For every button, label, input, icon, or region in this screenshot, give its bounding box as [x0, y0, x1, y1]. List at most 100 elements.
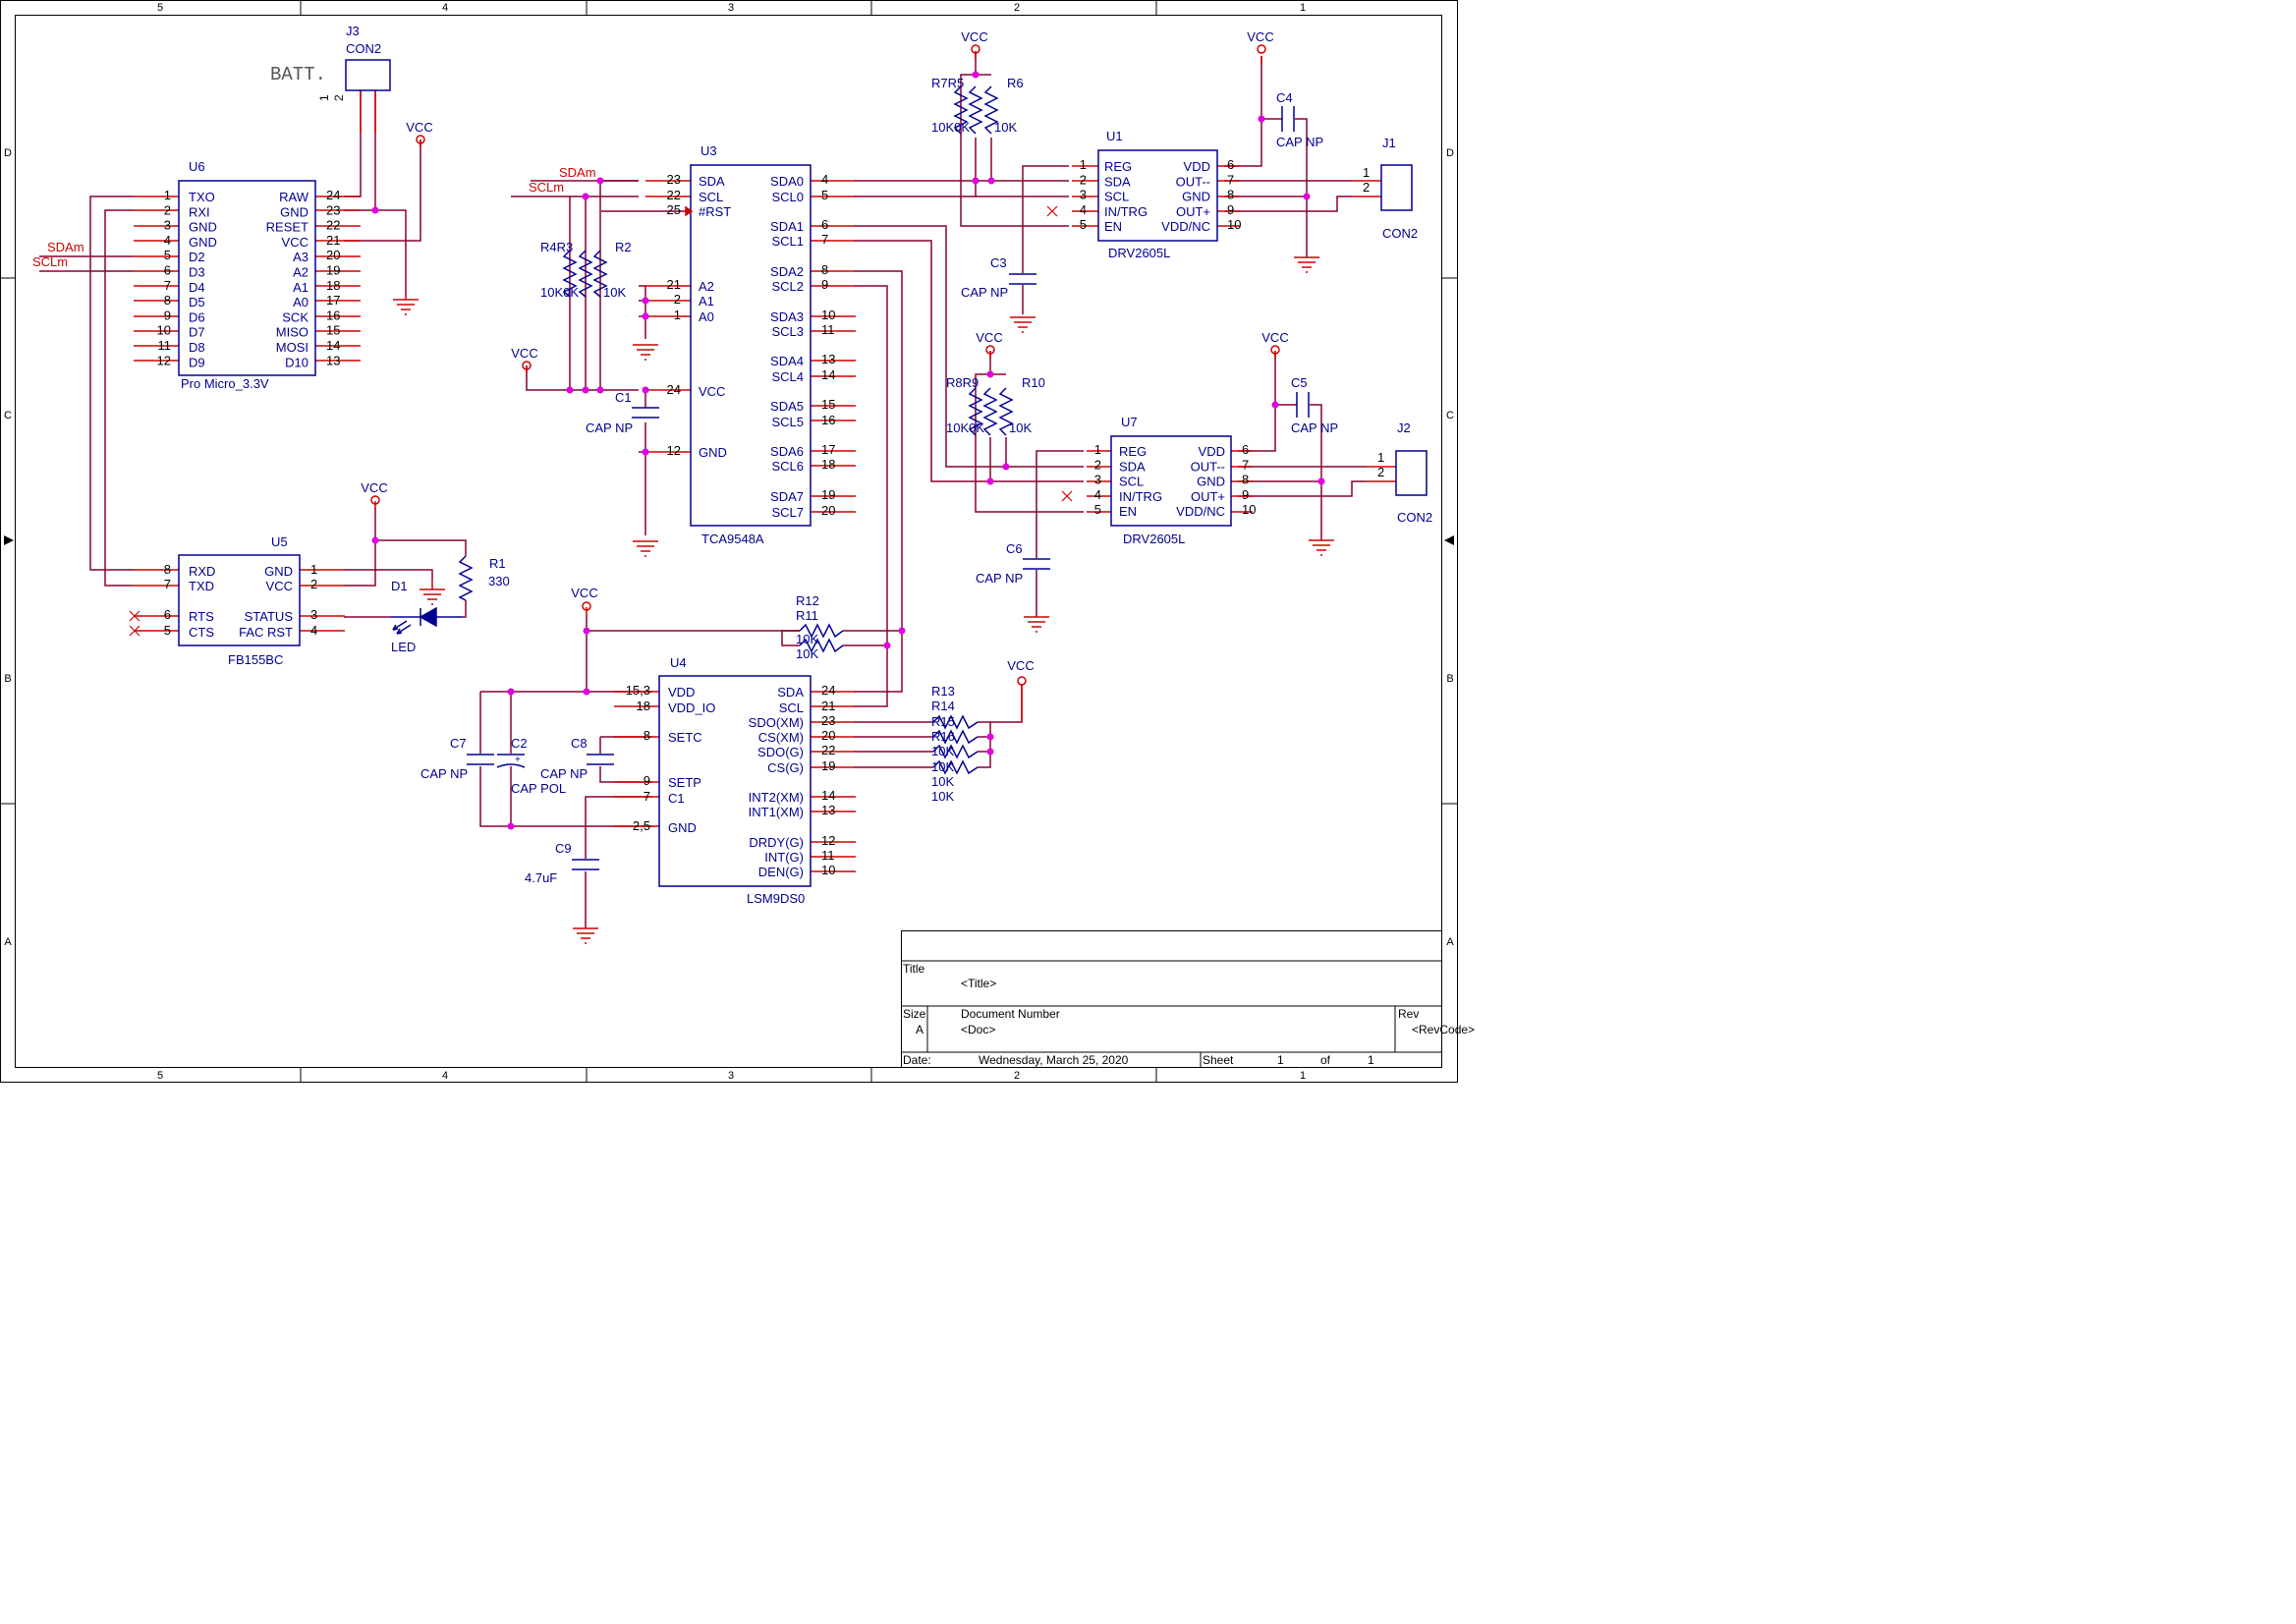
u3-pin-number: 6	[821, 217, 828, 232]
u6-pin-name: A1	[293, 280, 308, 295]
u3-value: TCA9548A	[701, 532, 764, 546]
u6-pin-name: D6	[189, 309, 205, 324]
row-label-right: B	[1446, 673, 1453, 685]
u3-pin-name: SDA4	[770, 354, 804, 368]
row-label-right: C	[1446, 410, 1454, 421]
u5-pin-number: 7	[164, 577, 171, 591]
j1-ref: J1	[1382, 136, 1396, 150]
u3-pin-number: 22	[667, 188, 681, 202]
net-label-sda-u6: SDAm	[47, 240, 84, 254]
u3-pin-number: 11	[821, 322, 835, 337]
u5-pin-number: 5	[164, 623, 171, 638]
u3-pin-name: SDA6	[770, 444, 804, 459]
j3-pin-2: 2	[332, 94, 346, 101]
frame-arrows	[4, 535, 1454, 545]
c3-ref: C3	[990, 255, 1007, 270]
u3-pin-number: 12	[667, 443, 681, 458]
u3-pin-number: 21	[667, 277, 681, 292]
size-label: Size	[903, 1007, 926, 1021]
r1-ref: R1	[489, 556, 506, 571]
u6-pin-name: A3	[293, 250, 308, 264]
u7-pin-name: SDA	[1119, 459, 1146, 474]
u5-value: FB155BC	[228, 652, 283, 667]
u6-pin-number: 3	[164, 218, 171, 233]
j3-value: CON2	[346, 41, 381, 56]
u7-pin-number: 6	[1242, 442, 1249, 457]
u5-pin-name: RXD	[189, 564, 215, 579]
frame-zone-labels: 5 4 3 2 1 5 4 3 2 1 D C B A D C B A	[4, 2, 1454, 1082]
u7-pin-name: REG	[1119, 444, 1147, 459]
col-label-top: 4	[442, 2, 448, 14]
vcc-symbols	[370, 44, 1280, 686]
u7-pin-number: 10	[1242, 502, 1256, 517]
u3-pin-name: SDA5	[770, 399, 804, 414]
sheet-frame	[0, 0, 1458, 1083]
c5-value: CAP NP	[1291, 420, 1338, 435]
j1-value: CON2	[1382, 226, 1418, 241]
u4-ref: U4	[670, 655, 687, 670]
u3-pin-number: 23	[667, 172, 681, 187]
u3-pin-name: SCL	[699, 190, 723, 204]
u6-pin-name: D2	[189, 250, 205, 264]
u7-pin-name: EN	[1119, 504, 1137, 519]
u5-pin-name: RTS	[189, 609, 214, 624]
u4-pin-name: C1	[668, 791, 685, 806]
u3-pin-number: 7	[821, 232, 828, 247]
u3-pin-name: SDA0	[770, 174, 804, 189]
u6-value: Pro Micro_3.3V	[181, 376, 269, 391]
u3-pin-name: A0	[699, 309, 714, 324]
u5-pin-number: 1	[310, 562, 317, 577]
j3-pin-1: 1	[317, 94, 331, 101]
u3-pin-name: #RST	[699, 204, 731, 219]
u4-pin-name: SDA	[777, 685, 804, 700]
u6-pin-number: 8	[164, 293, 171, 308]
u6-pin-number: 18	[326, 278, 340, 293]
u3-pin-number: 10	[821, 308, 835, 322]
u3-pin-name: SCL6	[771, 459, 804, 474]
u3-pin-name: SCL7	[771, 505, 804, 520]
u1-pin-number: 10	[1227, 217, 1241, 232]
sheet-of: of	[1320, 1053, 1331, 1067]
u6-pin-number: 7	[164, 278, 171, 293]
u7-pin-number: 1	[1094, 442, 1101, 457]
u6-pin-number: 9	[164, 308, 171, 322]
u5-pin-name: VCC	[266, 579, 293, 593]
u7-pin-name: SCL	[1119, 475, 1144, 489]
c8-value: CAP NP	[540, 766, 588, 781]
u4-pin-number: 20	[821, 728, 835, 743]
c2-polarity-mark: +	[515, 755, 521, 765]
u1-ref: U1	[1106, 129, 1123, 143]
u4-pin-name: SDO(G)	[757, 745, 804, 759]
rev-value: <RevCode>	[1412, 1023, 1475, 1036]
c6-ref: C6	[1006, 541, 1023, 556]
r7r5-ref: R7R5	[931, 76, 964, 90]
u6-pin-number: 22	[326, 218, 340, 233]
row-label-left: D	[4, 147, 12, 159]
component-bodies	[178, 59, 1428, 887]
col-label-bottom: 5	[157, 1070, 163, 1082]
u4-pin-number: 7	[644, 789, 650, 804]
u5-pin-number: 8	[164, 562, 171, 577]
net-label-sda-u3: SDAm	[559, 165, 596, 180]
u6-pin-name: A2	[293, 265, 308, 280]
u3-pin-name: SCL1	[771, 234, 804, 249]
u6-pin-number: 6	[164, 263, 171, 278]
u5-ref: U5	[271, 534, 288, 549]
u6-pin-name: GND	[280, 204, 308, 219]
vcc-label: VCC	[976, 330, 1002, 345]
ground-symbols	[393, 256, 1334, 944]
r4r3-ref: R4R3	[540, 240, 573, 254]
u4-pin-name: INT(G)	[764, 850, 804, 865]
u3-pin-number: 17	[821, 442, 835, 457]
u1-pin-number: 3	[1080, 188, 1087, 202]
u4-pin-name: GND	[668, 820, 697, 835]
r12-ref: R12	[796, 593, 819, 608]
u6-pin-number: 1	[164, 188, 171, 202]
r8r9-value: 10K0K	[946, 420, 984, 435]
u6-pin-number: 14	[326, 338, 340, 353]
u3-pin-number: 1	[674, 308, 681, 322]
sheet-label: Sheet	[1203, 1053, 1234, 1067]
u3-pin-name: SCL3	[771, 324, 804, 339]
u3-pin-number: 25	[667, 202, 681, 217]
r12-value: 10K	[796, 646, 818, 661]
